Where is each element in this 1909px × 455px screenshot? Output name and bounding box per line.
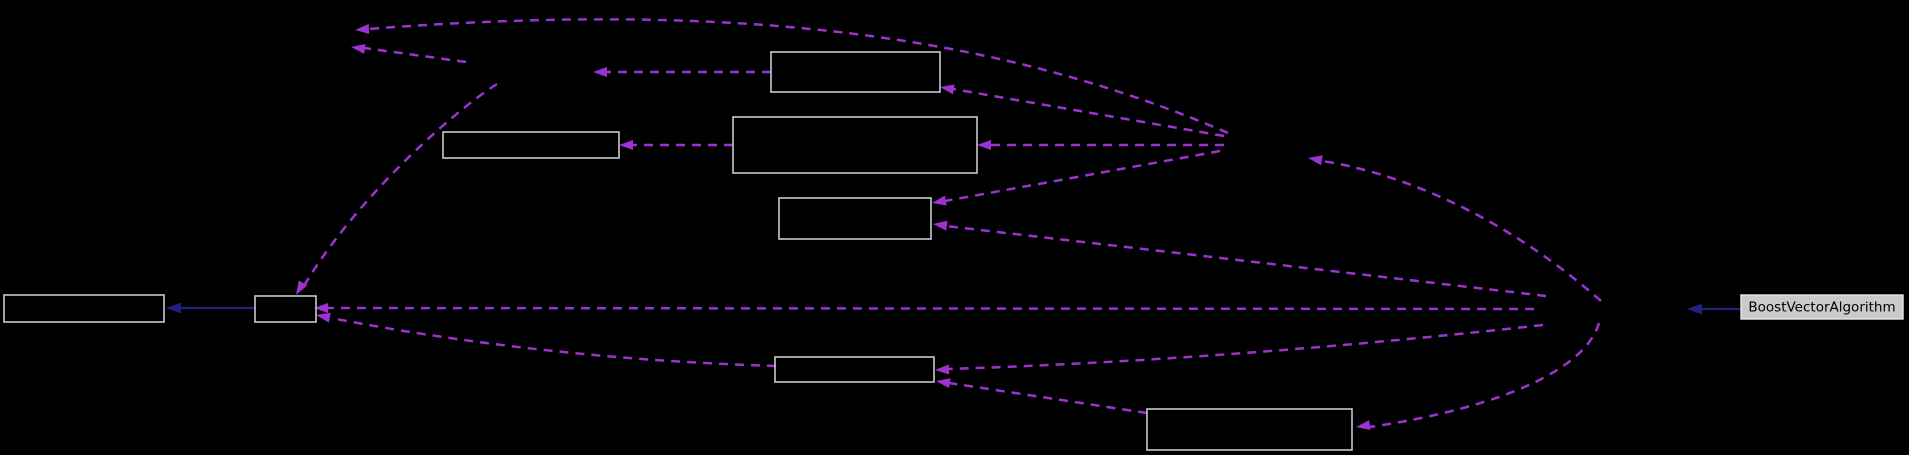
usage-edge-anchor1-to-lower — [944, 149, 1221, 203]
node-bottom-middle[interactable] — [774, 356, 935, 383]
usage-edge-anchor2-to-bottommiddle — [947, 323, 1544, 371]
usage-edge-anchor1-to-large-arrowhead — [977, 140, 991, 150]
usage-edge-bottommiddle-to-hub-arrowhead — [316, 312, 331, 323]
usage-edge-anchor2-to-lower — [945, 224, 1547, 298]
usage-edge-anchor2-to-bottommiddle-arrowhead — [935, 364, 950, 375]
usage-edge-topleft-short-arrowhead — [351, 43, 366, 54]
node-top-middle[interactable] — [770, 51, 941, 93]
usage-edge-anchor2-to-bottomright-arrowhead — [1356, 420, 1371, 431]
usage-edge-anchor1-to-topmiddle-arrowhead — [940, 84, 955, 95]
usage-edge-anchor2-to-anchor1-arrowhead — [1308, 155, 1323, 166]
node-middle-lower[interactable] — [778, 197, 932, 240]
edges-layer — [166, 18, 1740, 431]
node-middle-left[interactable] — [442, 131, 620, 159]
usage-edge-anchor1-to-lower-arrowhead — [932, 195, 947, 206]
inheritance-edge-boost-to-anchor2-arrowhead — [1687, 303, 1702, 315]
node-middle-large[interactable] — [732, 116, 978, 174]
nodes-layer: BoostVectorAlgorithm — [3, 51, 1904, 451]
usage-edge-bottommiddle-to-hub — [330, 316, 777, 368]
usage-edge-topmiddle-to-anchor-arrowhead — [593, 67, 607, 77]
usage-edge-bottomright-to-bottommiddle — [948, 381, 1148, 415]
usage-edge-bottomright-to-bottommiddle-arrowhead — [936, 378, 951, 389]
usage-edge-large-to-middleleft-arrowhead — [619, 140, 633, 150]
usage-edge-anchor2-to-anchor1 — [1321, 159, 1602, 302]
usage-edge-anchor1-to-topmiddle — [952, 87, 1225, 138]
node-bottom-right[interactable] — [1146, 408, 1353, 451]
node-boost-vector-algorithm-label: BoostVectorAlgorithm — [1748, 300, 1895, 316]
usage-edge-anchor2-to-lower-arrowhead — [933, 220, 948, 231]
usage-edge-anchor2-to-bottomright — [1369, 322, 1601, 429]
node-boost-vector-algorithm[interactable] — [1740, 294, 1904, 320]
usage-edge-topleft-short — [363, 46, 467, 64]
usage-edge-top-long-curve — [367, 18, 1229, 135]
usage-edge-top-long-curve-arrowhead — [355, 24, 370, 35]
usage-edge-anchor2-to-hub — [326, 306, 1535, 311]
node-left-wide[interactable] — [3, 294, 165, 323]
inheritance-edge-hub-to-leftwide-arrowhead — [166, 302, 181, 314]
node-hub-small[interactable] — [254, 295, 317, 323]
usage-edge-anchor3-to-hub-top — [299, 82, 498, 292]
usage-edge-anchor2-to-hub-arrowhead — [314, 303, 328, 313]
usage-edge-anchor3-to-hub-top-arrowhead — [296, 280, 308, 295]
